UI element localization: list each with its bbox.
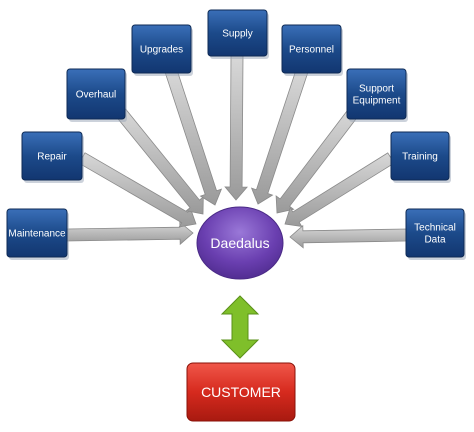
- source-box: Repair: [21, 131, 84, 183]
- spoke-arrows: [66, 55, 407, 249]
- customer-label: CUSTOMER: [201, 384, 281, 400]
- spoke-arrow: [275, 108, 359, 214]
- source-box-label: Maintenance: [8, 229, 66, 240]
- source-box: Personnel: [281, 24, 343, 76]
- source-box-label: Data: [424, 235, 446, 246]
- source-box-rect: [405, 208, 465, 258]
- spoke-arrow: [66, 221, 194, 246]
- source-box: Upgrades: [131, 24, 193, 76]
- source-box-label: Support: [359, 84, 394, 95]
- source-box-label: Training: [402, 152, 438, 163]
- source-box-label: Upgrades: [140, 45, 183, 56]
- source-box-rect: [66, 68, 126, 120]
- spoke-arrow: [78, 152, 197, 228]
- spoke-arrow: [289, 224, 407, 249]
- source-box-rect: [390, 131, 450, 181]
- spoke-arrow: [115, 108, 204, 215]
- source-box-rect: [207, 9, 268, 57]
- source-box-rect: [21, 131, 83, 181]
- source-box-label: Overhaul: [76, 90, 117, 101]
- hub-node: Daedalus: [196, 206, 284, 280]
- source-box: Maintenance: [6, 208, 69, 260]
- source-boxes: Maintenance Repair Overhaul Upgrades SupplyP…: [6, 9, 466, 260]
- source-box-rect: [281, 24, 342, 74]
- source-box-label: Technical: [414, 223, 456, 234]
- source-box-label: Personnel: [289, 45, 334, 56]
- source-box-rect: [131, 24, 192, 74]
- hub-label: Daedalus: [210, 235, 269, 251]
- source-box-rect: [346, 68, 407, 120]
- double-arrow: [220, 295, 260, 359]
- source-box: Overhaul: [66, 68, 127, 122]
- customer-node: CUSTOMER: [186, 362, 296, 422]
- source-box: Training: [390, 131, 451, 183]
- spoke-arrow: [224, 55, 248, 201]
- source-box-label: Equipment: [353, 96, 401, 107]
- source-box-label: Supply: [222, 29, 253, 40]
- source-box: Supply: [207, 9, 269, 59]
- spoke-arrow: [250, 68, 309, 205]
- source-box-label: Repair: [37, 152, 67, 163]
- spoke-arrow: [284, 152, 395, 228]
- source-box-rect: [6, 208, 68, 258]
- spoke-arrow: [164, 68, 223, 206]
